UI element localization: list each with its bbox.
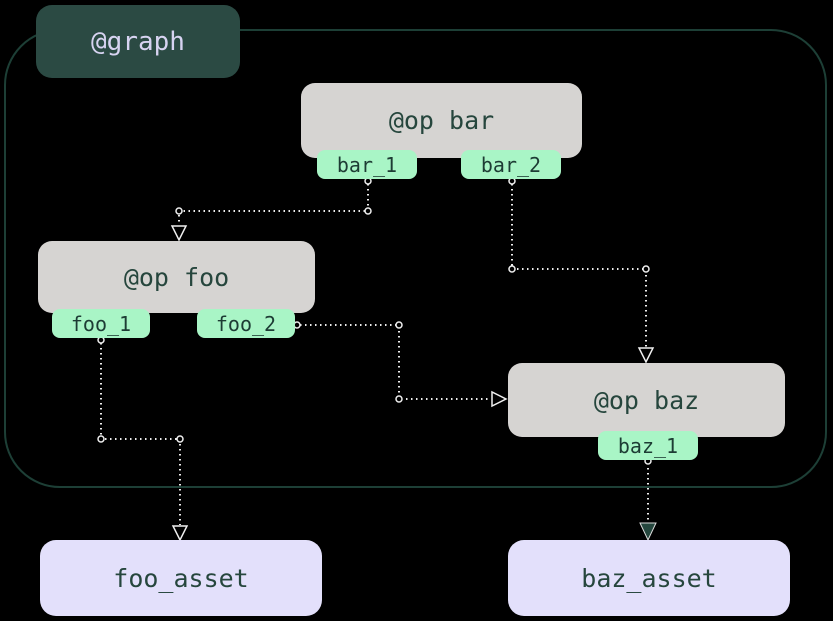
output-badge-baz-1: baz_1	[598, 431, 698, 460]
output-badge-foo-1-label: foo_1	[70, 311, 132, 336]
graph-label-text: @graph	[91, 26, 185, 57]
op-foo-label: @op foo	[123, 262, 230, 292]
graph-label: @graph	[36, 5, 240, 78]
op-node-foo: @op foo	[38, 241, 315, 313]
edge-baz1-to-baz-asset	[639, 457, 657, 542]
arrowhead-open-icon	[171, 525, 189, 542]
output-badge-bar-1-label: bar_1	[336, 152, 398, 177]
output-badge-foo-1: foo_1	[52, 309, 150, 338]
asset-node-foo-asset: foo_asset	[40, 540, 322, 616]
op-bar-label: @op bar	[388, 106, 495, 135]
edge-foo1-to-foo-asset	[97, 336, 189, 542]
arrowhead-open-icon	[637, 347, 655, 364]
op-node-baz: @op baz	[508, 363, 785, 437]
arrowhead-open-icon	[170, 225, 188, 242]
op-baz-label: @op baz	[593, 385, 700, 415]
graph-container-border	[4, 29, 827, 488]
output-badge-baz-1-label: baz_1	[617, 433, 679, 458]
output-badge-foo-2-label: foo_2	[215, 311, 277, 336]
asset-node-baz-asset: baz_asset	[508, 540, 790, 616]
output-badge-foo-2: foo_2	[197, 309, 295, 338]
edge-bar2-to-baz	[508, 177, 655, 364]
asset-baz-label: baz_asset	[581, 563, 717, 593]
op-node-bar: @op bar	[301, 83, 582, 158]
output-badge-bar-2-label: bar_2	[480, 152, 542, 177]
asset-foo-label: foo_asset	[113, 563, 249, 593]
output-badge-bar-1: bar_1	[317, 150, 417, 179]
arrowhead-open-icon	[491, 390, 508, 408]
output-badge-bar-2: bar_2	[461, 150, 561, 179]
edge-bar1-to-foo	[170, 177, 372, 242]
arrowhead-filled-icon	[639, 522, 657, 542]
edge-foo2-to-baz	[293, 321, 508, 408]
